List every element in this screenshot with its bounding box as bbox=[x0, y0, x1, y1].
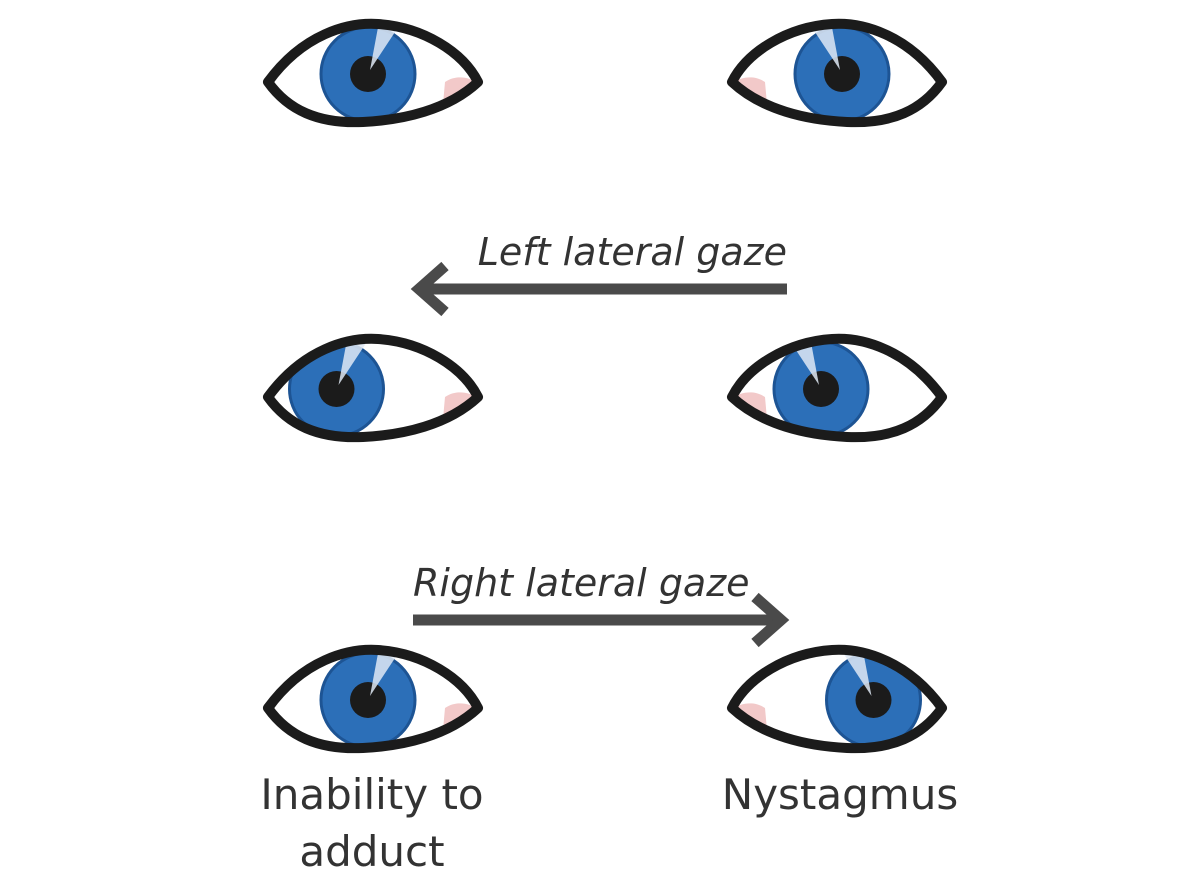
left-eye-left-gaze bbox=[263, 333, 483, 443]
right-gaze-label: Right lateral gaze bbox=[413, 561, 750, 605]
iris-highlight bbox=[842, 649, 872, 696]
right-eye-right-gaze bbox=[727, 644, 947, 754]
right-gaze-arrow: Right lateral gaze bbox=[413, 561, 790, 648]
caption-inability-line2: adduct bbox=[299, 827, 444, 876]
row-primary-gaze bbox=[263, 18, 947, 128]
left-eye-right-gaze bbox=[263, 644, 483, 754]
eyelid-outline bbox=[263, 333, 483, 443]
left-arrow-head bbox=[410, 261, 449, 317]
eyelid-outline bbox=[727, 333, 947, 443]
eyelid-outline bbox=[727, 18, 947, 128]
right-eye-left-gaze bbox=[727, 333, 947, 443]
eyelid-outline bbox=[727, 644, 947, 754]
left-eye-primary bbox=[263, 18, 483, 128]
iris-highlight bbox=[811, 23, 840, 70]
left-gaze-arrow: Left lateral gaze bbox=[410, 230, 787, 317]
eyelid-outline bbox=[263, 644, 483, 754]
iris-highlight bbox=[370, 23, 399, 70]
pupil bbox=[350, 56, 386, 92]
pupil bbox=[855, 682, 892, 718]
row-left-lateral-gaze bbox=[263, 333, 947, 443]
row-right-lateral-gaze bbox=[263, 644, 947, 754]
caption-inability-line1: Inability to bbox=[260, 770, 483, 819]
caption-nystagmus: Nystagmus bbox=[722, 770, 958, 819]
pupil bbox=[318, 371, 355, 407]
right-arrow-head bbox=[751, 592, 790, 648]
pupil bbox=[350, 682, 386, 718]
right-eye-primary bbox=[727, 18, 947, 128]
iris-highlight bbox=[338, 338, 368, 385]
pupil bbox=[824, 56, 860, 92]
eyelid-outline bbox=[263, 18, 483, 128]
left-gaze-label: Left lateral gaze bbox=[478, 230, 787, 274]
captions: Inability to adduct Nystagmus bbox=[260, 770, 958, 876]
pupil bbox=[803, 371, 839, 407]
iris-highlight bbox=[370, 649, 399, 696]
